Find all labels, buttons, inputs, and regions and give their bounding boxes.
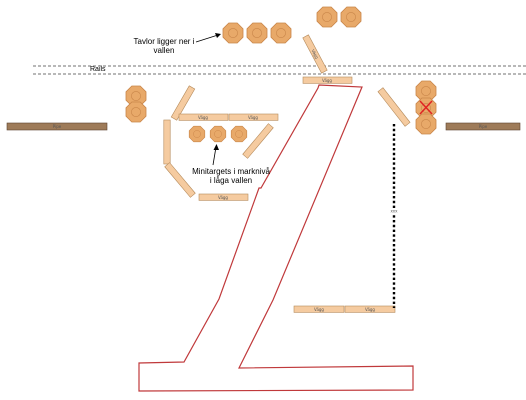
wall (242, 123, 274, 159)
target-icon (222, 22, 244, 44)
course-outline (138, 84, 414, 392)
svg-text:Vägg: Vägg (198, 115, 208, 120)
wall: Vägg (198, 193, 249, 201)
svg-text:Vägg: Vägg (322, 78, 332, 83)
target-icon (340, 6, 362, 28)
wall (377, 87, 411, 127)
svg-text:Vägg: Vägg (365, 307, 375, 312)
minitargets-label-line1: Minitargets i marknivå (192, 167, 270, 176)
target-icon (415, 113, 437, 135)
target-icon (246, 22, 268, 44)
mini-target-icon (230, 125, 248, 143)
dotted-line-label: xxx (390, 209, 398, 214)
wall: Vägg (293, 305, 345, 313)
target-icon (316, 6, 338, 28)
svg-text:Vägg: Vägg (218, 195, 228, 200)
arrow-icon (195, 33, 221, 43)
wall (170, 85, 196, 121)
wall (163, 119, 171, 165)
wall: Vägg (344, 305, 396, 313)
svg-text:Vägg: Vägg (310, 48, 319, 60)
target-icon (270, 22, 292, 44)
target-icon (125, 101, 147, 123)
pipe-left-label: Pipe (53, 124, 62, 129)
mini-target-icon (209, 125, 227, 143)
arrow-icon (212, 144, 219, 166)
pipe-right-label: Pipe (479, 124, 488, 129)
no-shoot-x-icon (419, 100, 433, 115)
minitargets-label-line2: i låga vallen (210, 176, 252, 185)
rails-label: Rails (90, 66, 106, 73)
tavlor-label-line2: vallen (154, 46, 175, 55)
dotted-line-label-bg (388, 208, 400, 214)
pipe-left (6, 122, 108, 131)
wall: Vägg (302, 34, 328, 74)
pipe-right (445, 122, 521, 131)
wall (164, 162, 196, 198)
svg-text:Vägg: Vägg (248, 115, 258, 120)
wall: Vägg (228, 113, 279, 121)
wall: Vägg (302, 76, 353, 84)
wall: Vägg (178, 113, 229, 121)
tavlor-label-line1: Tavlor ligger ner i (134, 37, 195, 46)
mini-target-icon (188, 125, 206, 143)
svg-text:Vägg: Vägg (314, 307, 324, 312)
